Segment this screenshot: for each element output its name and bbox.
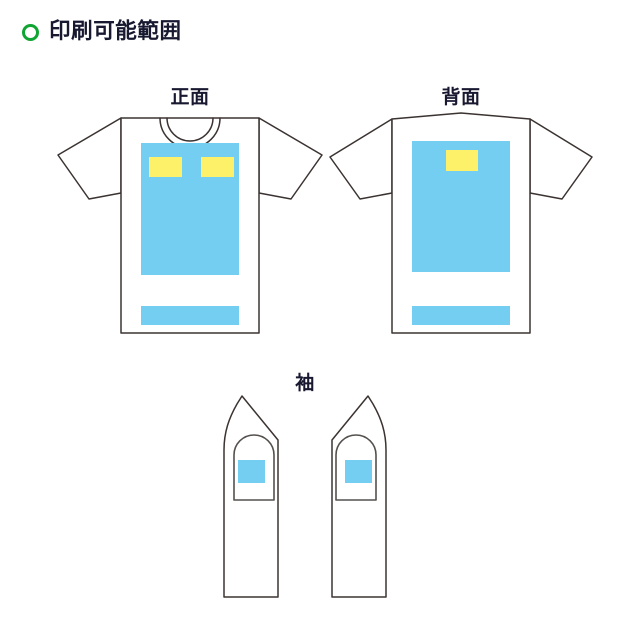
front-collar-inner xyxy=(166,117,214,142)
garment-sleeve-view: 袖 xyxy=(223,371,387,598)
garment-back-view: 背面 xyxy=(329,85,593,334)
back-left-sleeve xyxy=(329,118,393,200)
front-left-sleeve xyxy=(57,117,122,200)
green-ring-icon xyxy=(22,24,39,41)
front-hem-band-print-area xyxy=(141,306,239,325)
back-view-label: 背面 xyxy=(441,85,480,108)
sleeve-view-label: 袖 xyxy=(294,371,315,394)
sleeve-left-print-area xyxy=(238,460,265,483)
front-chest-right-badge-print-area xyxy=(201,157,234,177)
garment-front-view: 正面 xyxy=(57,86,323,334)
front-view-label: 正面 xyxy=(170,86,209,108)
front-right-sleeve xyxy=(258,117,323,200)
front-chest-left-badge-print-area xyxy=(149,157,182,177)
sleeve-right-print-area xyxy=(345,460,372,483)
back-hem-band-print-area xyxy=(412,306,510,325)
page-title: 印刷可能範囲 xyxy=(49,19,182,45)
page-header: 印刷可能範囲 xyxy=(0,0,640,64)
back-right-sleeve xyxy=(529,118,593,200)
back-yoke-badge-print-area xyxy=(446,150,478,171)
